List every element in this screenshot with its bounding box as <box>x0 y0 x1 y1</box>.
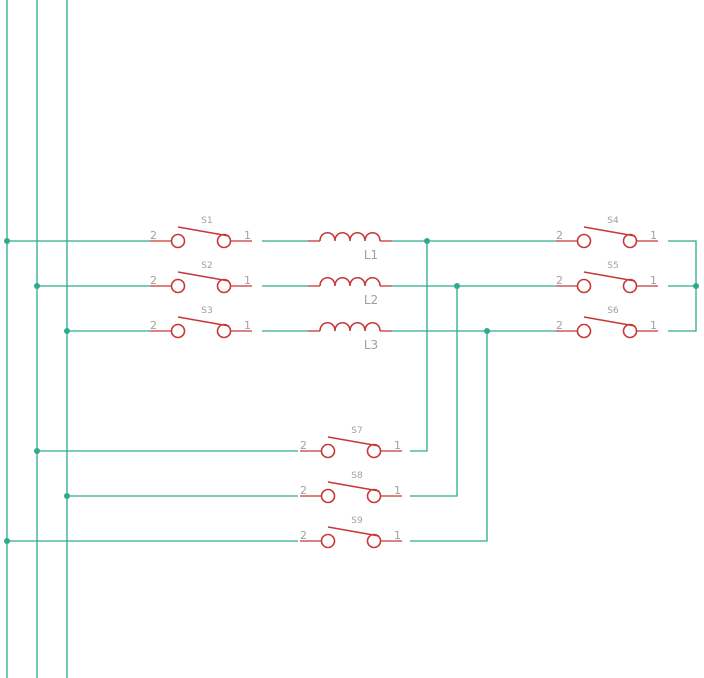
junction-dot <box>484 328 490 334</box>
switch-pin-left-label: 2 <box>300 529 307 542</box>
switch-pin-left-label: 2 <box>556 274 563 287</box>
switch-s5 <box>556 271 658 294</box>
switch-contact-left <box>170 233 186 249</box>
switch-pin-left-label: 2 <box>150 229 157 242</box>
switch-ref-label: S9 <box>351 516 363 526</box>
inductor-ref-label: L3 <box>364 338 378 352</box>
switch-lever <box>177 226 230 237</box>
switch-ref-label: S3 <box>201 306 212 316</box>
switch-pin-right-label: 1 <box>244 274 251 287</box>
switch-s1 <box>150 226 252 249</box>
switch-lever <box>583 271 636 282</box>
switch-contact-left <box>576 233 592 249</box>
switch-contact-left <box>170 323 186 339</box>
switch-s3 <box>150 316 252 339</box>
switch-contact-left <box>170 278 186 294</box>
switch-s9 <box>300 526 402 549</box>
wire <box>410 241 428 452</box>
junction-dot <box>454 283 460 289</box>
junction-dot <box>424 238 430 244</box>
switch-contact-left <box>576 323 592 339</box>
switch-ref-label: S5 <box>607 261 618 271</box>
switch-pin-right-label: 1 <box>394 439 401 452</box>
junction-dot <box>693 283 699 289</box>
switch-contact-left <box>576 278 592 294</box>
switch-pin-right-label: 1 <box>650 274 657 287</box>
junctions <box>4 238 699 544</box>
inductor-coil <box>319 321 381 332</box>
switch-pin-right-label: 1 <box>394 529 401 542</box>
inductor-l3 <box>308 321 392 332</box>
junction-dot <box>64 493 70 499</box>
inductor-coil <box>319 276 381 287</box>
switch-ref-label: S1 <box>201 216 212 226</box>
switch-s2 <box>150 271 252 294</box>
switch-contact-left <box>320 488 336 504</box>
switch-pin-right-label: 1 <box>394 484 401 497</box>
switch-pin-left-label: 2 <box>150 319 157 332</box>
switch-lever <box>583 316 636 327</box>
junction-dot <box>64 328 70 334</box>
wires <box>6 0 697 678</box>
inductor-ref-label: L2 <box>364 293 378 307</box>
wire <box>410 286 458 497</box>
inductor-l2 <box>308 276 392 287</box>
switch-ref-label: S8 <box>351 471 363 481</box>
inductor-ref-label: L1 <box>364 248 378 262</box>
switch-ref-label: S4 <box>607 216 619 226</box>
switch-contact-left <box>320 443 336 459</box>
switch-ref-label: S7 <box>351 426 362 436</box>
inductor-l1 <box>308 231 392 242</box>
switch-ref-label: S2 <box>201 261 212 271</box>
switch-pin-right-label: 1 <box>244 319 251 332</box>
switch-lever <box>177 271 230 282</box>
switch-pin-right-label: 1 <box>244 229 251 242</box>
switch-pin-left-label: 2 <box>300 484 307 497</box>
switch-s8 <box>300 481 402 504</box>
switch-lever <box>327 526 380 537</box>
junction-dot <box>4 538 10 544</box>
switch-lever <box>177 316 230 327</box>
switch-pin-right-label: 1 <box>650 229 657 242</box>
switch-pin-left-label: 2 <box>150 274 157 287</box>
switch-s6 <box>556 316 658 339</box>
switch-s4 <box>556 226 658 249</box>
junction-dot <box>34 448 40 454</box>
switch-pin-left-label: 2 <box>556 319 563 332</box>
switch-pin-left-label: 2 <box>300 439 307 452</box>
switch-s7 <box>300 436 402 459</box>
switch-pin-right-label: 1 <box>650 319 657 332</box>
switch-ref-label: S6 <box>607 306 619 316</box>
switch-lever <box>583 226 636 237</box>
junction-dot <box>4 238 10 244</box>
switch-lever <box>327 481 380 492</box>
junction-dot <box>34 283 40 289</box>
inductor-coil <box>319 231 381 242</box>
wire <box>410 331 488 542</box>
switch-contact-left <box>320 533 336 549</box>
switch-lever <box>327 436 380 447</box>
switch-pin-left-label: 2 <box>556 229 563 242</box>
